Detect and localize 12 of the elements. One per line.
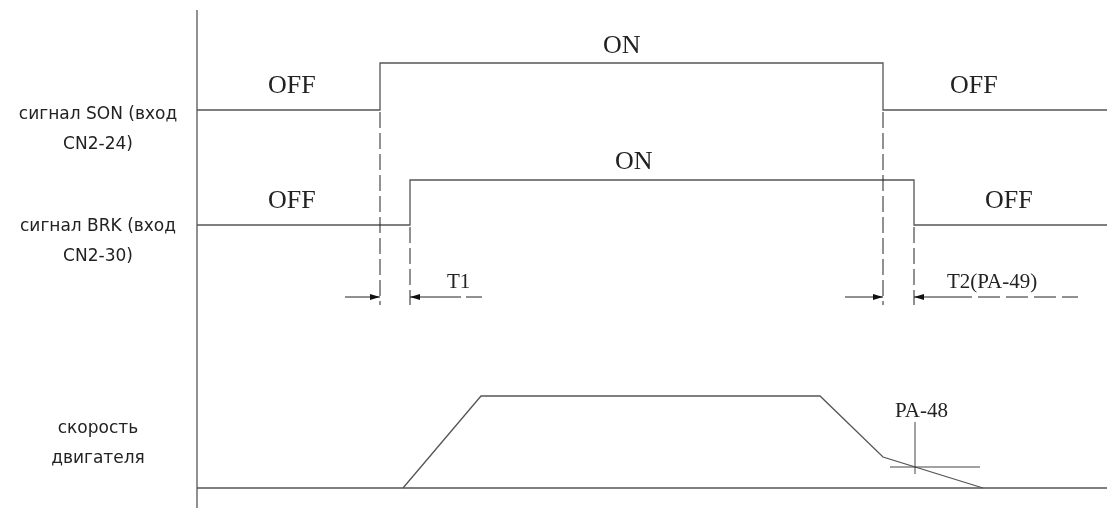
state-label: ON <box>615 146 653 176</box>
state-label: OFF <box>985 185 1033 215</box>
state-label: OFF <box>268 70 316 100</box>
state-label: OFF <box>268 185 316 215</box>
signal-label: скорость двигателя <box>50 416 146 469</box>
time-label: T1 <box>447 269 471 294</box>
time-label: T2(PA-49) <box>947 269 1038 294</box>
state-label: ON <box>603 30 641 60</box>
signal-label: сигнал BRK (вход CN2-30) <box>19 214 177 267</box>
signal-label: сигнал SON (вход CN2-24) <box>17 102 179 155</box>
parameter-label: PA-48 <box>895 398 948 423</box>
state-label: OFF <box>950 70 998 100</box>
